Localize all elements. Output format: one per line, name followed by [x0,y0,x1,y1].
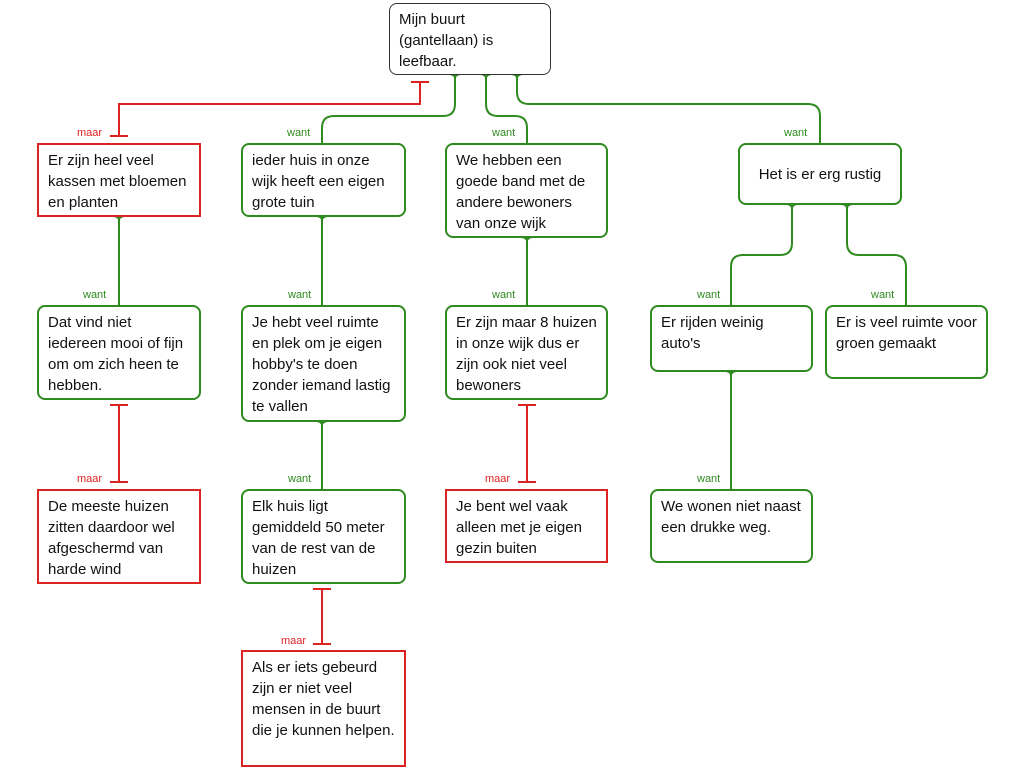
label-maar-afgeschermd: maar [77,473,103,485]
node-niet-mooi[interactable]: Dat vind niet iedereen mooi of fijn om o… [37,305,201,400]
label-maar-kassen: maar [77,127,103,139]
anchor-root-rustig [511,75,523,82]
anchor-rustig-groen [841,205,853,212]
node-drukke-weg[interactable]: We wonen niet naast een drukke weg. [650,489,813,563]
node-tuin[interactable]: ieder huis in onze wijk heeft een eigen … [241,143,406,217]
anchor-ruimte-hobby [316,422,328,429]
label-want-drukke-weg: want [697,473,721,485]
label-want-rustig: want [784,127,808,139]
anchor-band [521,238,533,245]
label-want-acht-huizen: want [492,289,516,301]
label-maar-alleen: maar [485,473,511,485]
anchor-root-band [480,75,492,82]
node-autos[interactable]: Er rijden weinig auto's [650,305,813,372]
label-want-band: want [492,127,516,139]
anchor-rustig-autos [786,205,798,212]
edge-root-tuin [321,75,456,143]
label-want-tuin: want [287,127,311,139]
node-afstand[interactable]: Elk huis ligt gemiddeld 50 meter van de … [241,489,406,584]
node-rustig[interactable]: Het is er erg rustig [738,143,902,205]
anchor-root-tuin [449,75,461,82]
label-want-ruimte-hobby: want [288,289,312,301]
label-want-groen: want [871,289,895,301]
label-want-afstand: want [288,473,312,485]
node-acht-huizen[interactable]: Er zijn maar 8 huizen in onze wijk dus e… [445,305,608,400]
edge-root-rustig [516,75,821,143]
anchor-autos [725,372,737,379]
node-ruimte-hobby[interactable]: Je hebt veel ruimte en plek om je eigen … [241,305,406,422]
edge-root-band [485,75,528,143]
edge-rustig-autos [730,205,793,305]
label-want-niet-mooi: want [83,289,107,301]
node-afgeschermd[interactable]: De meeste huizen zitten daardoor wel afg… [37,489,201,584]
edge-root-kassen [118,83,421,135]
anchor-kassen [113,217,125,224]
anchor-tuin [316,217,328,224]
label-want-autos: want [697,289,721,301]
node-alleen[interactable]: Je bent wel vaak alleen met je eigen gez… [445,489,608,563]
node-root[interactable]: Mijn buurt (gantellaan) is leefbaar. [389,3,551,75]
edge-rustig-groen [846,205,907,305]
node-groen[interactable]: Er is veel ruimte voor groen gemaakt [825,305,988,379]
node-hulp[interactable]: Als er iets gebeurd zijn er niet veel me… [241,650,406,767]
node-kassen[interactable]: Er zijn heel veel kassen met bloemen en … [37,143,201,217]
node-band[interactable]: We hebben een goede band met de andere b… [445,143,608,238]
label-maar-hulp: maar [281,635,307,647]
